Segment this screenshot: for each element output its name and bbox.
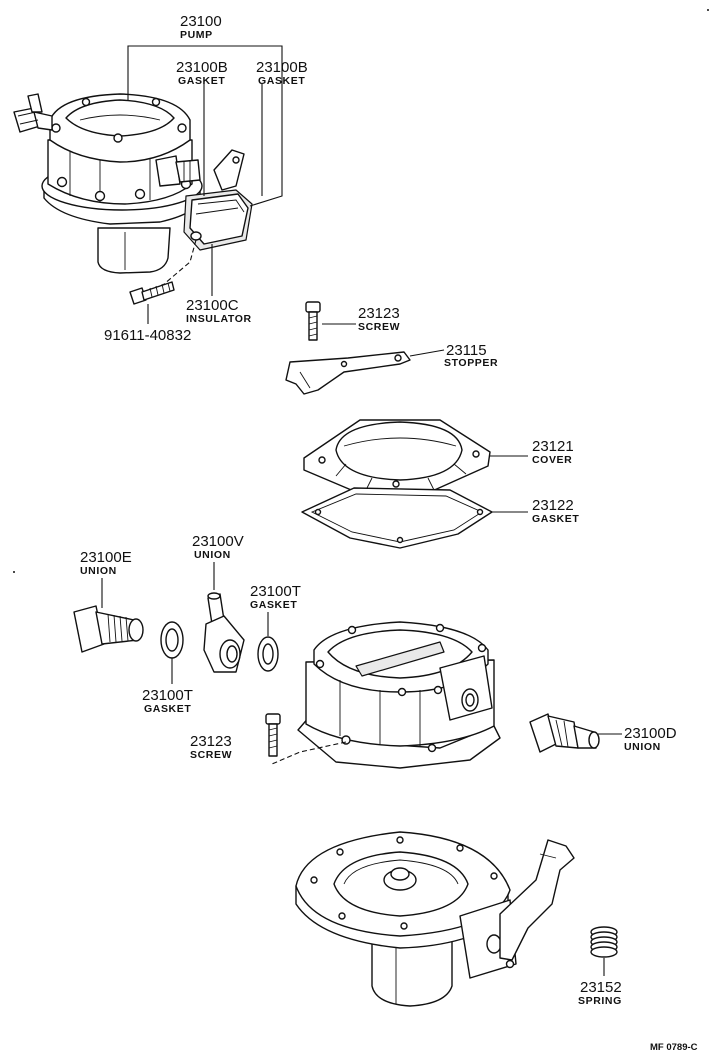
- label-union-v: 23100V UNION: [192, 533, 244, 561]
- part-number: 23100T: [250, 583, 301, 600]
- label-screw-lower: 23123 SCREW: [190, 733, 232, 761]
- part-number: 23100E: [80, 549, 132, 566]
- screw-lower-drawing: [265, 713, 281, 757]
- part-number: 23100D: [624, 725, 677, 742]
- gasket-t-left-drawing: [160, 621, 184, 659]
- assembled-pump-drawing: [13, 93, 253, 274]
- part-number: 23100: [180, 13, 222, 30]
- part-name: GASKET: [258, 75, 305, 87]
- cover-drawing: [303, 419, 491, 493]
- label-screw-top: 23123 SCREW: [358, 305, 400, 333]
- label-gasket-b2: 23100B GASKET: [256, 59, 308, 87]
- part-name: SCREW: [358, 321, 400, 333]
- label-union-e: 23100E UNION: [80, 549, 132, 577]
- label-stopper: 23115 STOPPER: [444, 342, 498, 369]
- label-cover: 23121 COVER: [532, 438, 574, 466]
- spring-drawing: [590, 926, 618, 958]
- cover-gasket-drawing: [301, 487, 493, 549]
- label-gasket-cover: 23122 GASKET: [532, 497, 579, 525]
- part-name: GASKET: [532, 513, 579, 525]
- label-bolt: 91611-40832: [104, 327, 191, 344]
- label-gasket-t-left: 23100T GASKET: [142, 687, 193, 715]
- part-number: 23123: [190, 733, 232, 750]
- label-pump: 23100 PUMP: [180, 13, 222, 41]
- screw-top-drawing: [305, 301, 321, 341]
- part-name: SCREW: [190, 749, 232, 761]
- part-name: UNION: [194, 549, 231, 561]
- part-number: 23100B: [256, 59, 308, 76]
- part-number: 23115: [446, 342, 487, 359]
- label-gasket-t-right: 23100T GASKET: [250, 583, 301, 611]
- part-number: 23122: [532, 497, 574, 514]
- part-name: UNION: [80, 565, 117, 577]
- part-name: GASKET: [144, 703, 191, 715]
- union-e-drawing: [73, 605, 144, 653]
- pump-lower-body-drawing: [295, 831, 575, 1007]
- bolt-91611-drawing: [129, 281, 175, 305]
- part-name: COVER: [532, 454, 572, 466]
- part-number: 23100T: [142, 687, 193, 704]
- part-name: STOPPER: [444, 357, 498, 369]
- label-insulator: 23100C INSULATOR: [186, 297, 252, 325]
- part-name: UNION: [624, 741, 661, 753]
- part-name: SPRING: [578, 995, 622, 1007]
- part-name: INSULATOR: [186, 313, 252, 325]
- part-name: PUMP: [180, 29, 213, 41]
- part-number: 23123: [358, 305, 400, 322]
- part-number: 23121: [532, 438, 574, 455]
- gasket-t-right-drawing: [257, 636, 279, 672]
- part-name: GASKET: [250, 599, 297, 611]
- label-union-d: 23100D UNION: [624, 725, 677, 753]
- label-gasket-b1: 23100B GASKET: [176, 59, 228, 87]
- part-number: 23100B: [176, 59, 228, 76]
- label-spring: 23152 SPRING: [578, 979, 622, 1007]
- part-number: 91611-40832: [104, 327, 191, 344]
- drawing-code: MF 0789-C: [650, 1042, 698, 1053]
- part-number: 23100V: [192, 533, 244, 550]
- part-name: GASKET: [178, 75, 225, 87]
- union-d-drawing: [529, 713, 600, 753]
- part-number: 23100C: [186, 297, 239, 314]
- part-number: 23152: [580, 979, 622, 996]
- stopper-drawing: [285, 351, 411, 395]
- pump-middle-body-drawing: [297, 621, 501, 769]
- union-v-drawing: [203, 592, 245, 673]
